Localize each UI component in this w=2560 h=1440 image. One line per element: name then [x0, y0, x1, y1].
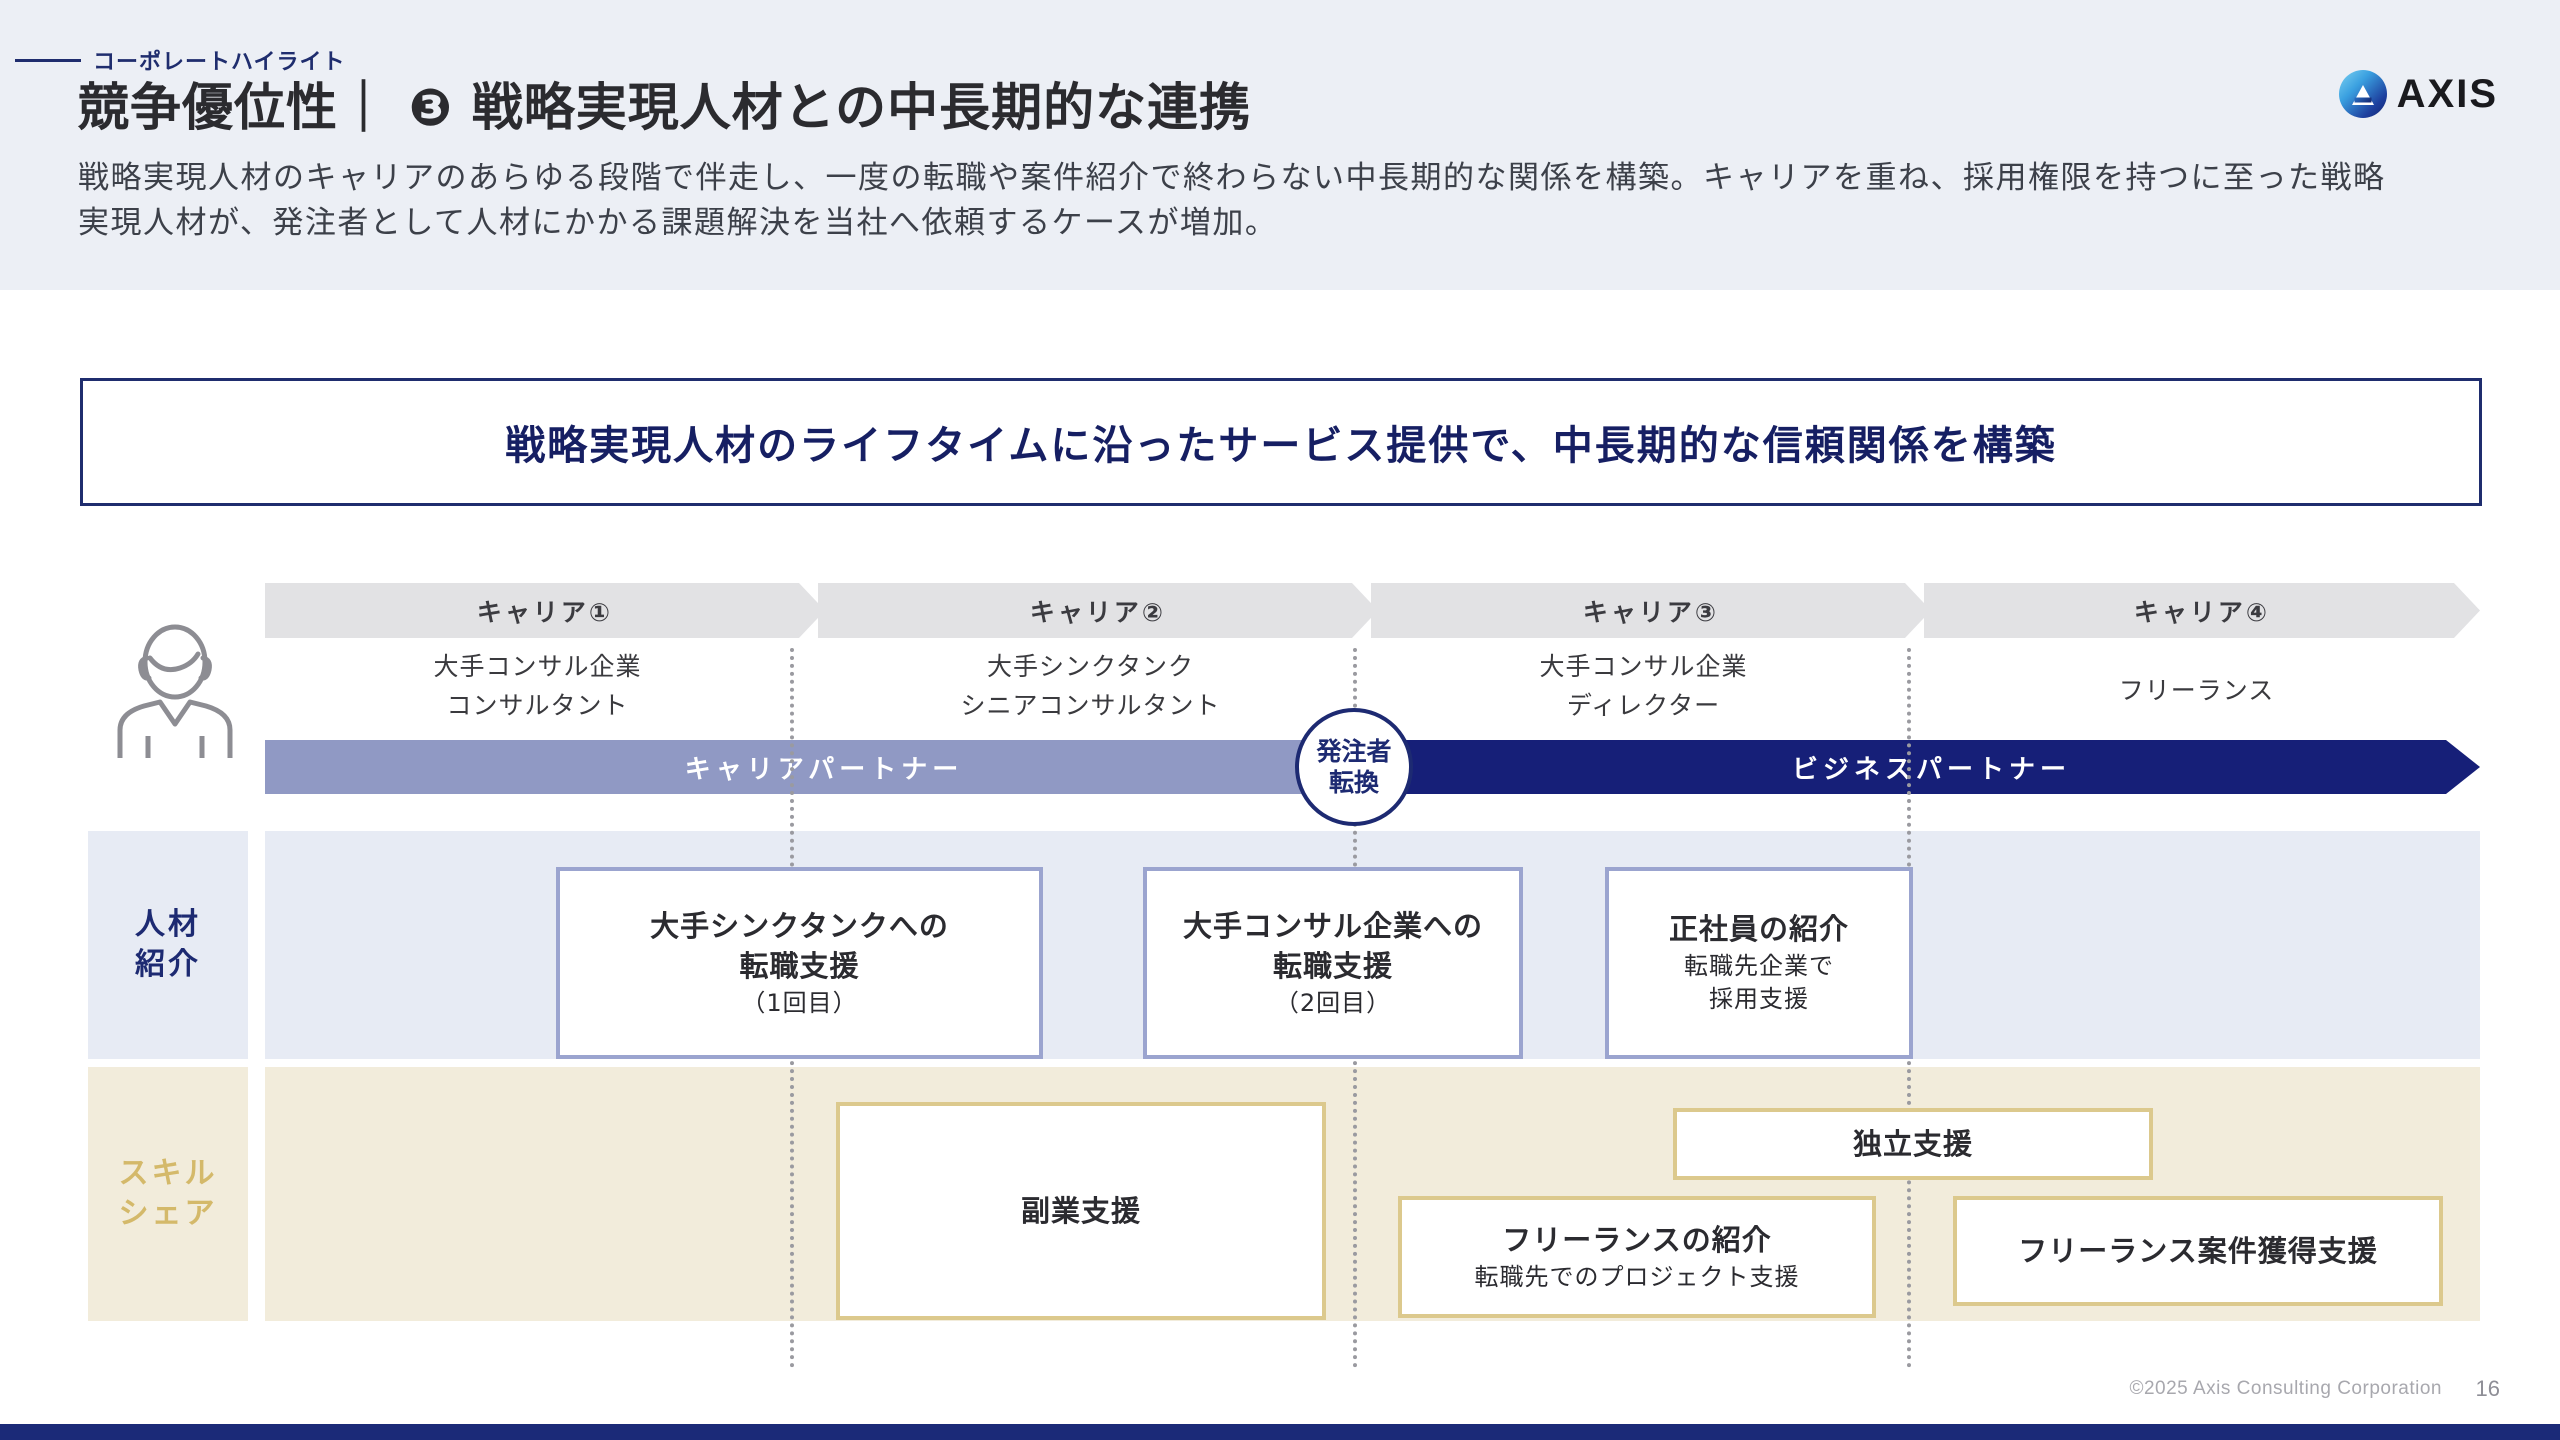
orderer-conversion-line2: 転換: [1328, 768, 1379, 797]
career-stage-detail-3-line1: 大手コンサル企業: [1539, 652, 1748, 681]
footer-page-number: 16: [2475, 1376, 2500, 1401]
career-stage-detail-1-line1: 大手コンサル企業: [433, 652, 642, 681]
card-freelance-project-acquisition[interactable]: フリーランス案件獲得支援: [1953, 1196, 2443, 1306]
card-freelance-referral-line1: フリーランスの紹介: [1502, 1222, 1772, 1257]
career-stage-detail-2: 大手シンクタンク シニアコンサルタント: [818, 648, 1363, 726]
axis-logo: AXIS: [2338, 70, 2498, 118]
key-message-text: 戦略実現人材のライフタイムに沿ったサービス提供で、中長期的な信頼関係を構築: [505, 423, 2057, 469]
card-job-change-support-2-line1: 大手コンサル企業への: [1182, 908, 1483, 943]
career-stage-detail-4-line1: フリーランス: [2118, 676, 2275, 705]
card-fulltime-referral-line3: 採用支援: [1709, 985, 1809, 1014]
card-freelance-referral[interactable]: フリーランスの紹介 転職先でのプロジェクト支援: [1398, 1196, 1876, 1318]
career-stage-label-2: キャリア②: [1029, 597, 1167, 627]
card-job-change-support-1-line3: （1回目）: [741, 988, 858, 1017]
career-stage-label-3: キャリア③: [1582, 597, 1720, 627]
axis-logo-text: AXIS: [2396, 71, 2498, 116]
orderer-conversion-line1: 発注者: [1316, 736, 1392, 766]
eyebrow-rule: [15, 58, 81, 62]
career-stage-chevron-4[interactable]: キャリア④: [1924, 583, 2480, 638]
career-stage-chevron-row: キャリア① キャリア② キャリア③ キャリア④: [265, 583, 2480, 638]
row-label-skill-share: スキルシェア: [88, 1067, 248, 1321]
card-job-change-support-2-line2: 転職支援: [1272, 949, 1393, 984]
career-stage-detail-3: 大手コンサル企業 ディレクター: [1371, 648, 1916, 726]
page-title: 競争優位性｜ ❸ 戦略実現人材との中長期的な連携: [78, 79, 1252, 138]
career-stage-chevron-2[interactable]: キャリア②: [818, 583, 1378, 638]
career-stage-detail-3-line2: ディレクター: [1566, 690, 1721, 720]
career-stage-chevron-3[interactable]: キャリア③: [1371, 583, 1931, 638]
row-label-talent-referral: 人材紹介: [88, 831, 248, 1059]
card-job-change-support-1-line2: 転職支援: [739, 949, 860, 984]
business-partner-bar[interactable]: ビジネスパートナー: [1383, 740, 2480, 794]
footer-copyright: ©2025 Axis Consulting Corporation: [2129, 1378, 2442, 1399]
card-fulltime-referral-line2: 転職先企業で: [1684, 951, 1834, 980]
business-partner-label: ビジネスパートナー: [1791, 754, 2071, 785]
card-job-change-support-1-line1: 大手シンクタンクへの: [650, 908, 949, 943]
slide-header: コーポレートハイライト 競争優位性｜ ❸ 戦略実現人材との中長期的な連携 戦略実…: [0, 0, 2560, 290]
card-side-job-support-line1: 副業支援: [1020, 1193, 1141, 1228]
card-independence-support[interactable]: 独立支援: [1673, 1108, 2153, 1180]
career-stage-detail-2-line1: 大手シンクタンク: [986, 652, 1194, 681]
row-label-talent-referral-text: 人材紹介: [135, 906, 201, 983]
career-stage-detail-4: フリーランス: [1924, 672, 2469, 711]
career-stage-label-1: キャリア①: [476, 597, 614, 627]
footer-accent-bar: [0, 1424, 2560, 1440]
page-subtitle: 戦略実現人材のキャリアのあらゆる段階で伴走し、一度の転職や案件紹介で終わらない中…: [78, 160, 2386, 241]
eyebrow-label: コーポレートハイライト: [93, 50, 346, 75]
card-freelance-referral-line2: 転職先でのプロジェクト支援: [1474, 1262, 1800, 1291]
key-message-banner: 戦略実現人材のライフタイムに沿ったサービス提供で、中長期的な信頼関係を構築: [80, 378, 2482, 506]
person-icon: [117, 624, 233, 758]
row-label-skill-share-text: スキルシェア: [118, 1155, 218, 1232]
career-stage-label-4: キャリア④: [2133, 597, 2271, 627]
axis-logo-mark-icon: [2338, 70, 2387, 118]
card-fulltime-referral-line1: 正社員の紹介: [1668, 912, 1849, 947]
career-partner-bar[interactable]: キャリアパートナー: [265, 740, 1383, 794]
card-job-change-support-2[interactable]: 大手コンサル企業への 転職支援 （2回目）: [1143, 867, 1523, 1059]
eyebrow: コーポレートハイライト: [15, 44, 346, 76]
orderer-conversion-badge[interactable]: 発注者 転換: [1295, 708, 1413, 826]
card-job-change-support-2-line3: （2回目）: [1274, 988, 1392, 1017]
career-stage-detail-1-line2: コンサルタント: [446, 690, 629, 720]
card-freelance-project-acquisition-line1: フリーランス案件獲得支援: [2018, 1233, 2378, 1268]
card-side-job-support[interactable]: 副業支援: [836, 1102, 1326, 1320]
card-independence-support-line1: 独立支援: [1852, 1126, 1973, 1161]
career-stage-detail-1: 大手コンサル企業 コンサルタント: [265, 648, 810, 726]
card-fulltime-referral[interactable]: 正社員の紹介 転職先企業で 採用支援: [1605, 867, 1913, 1059]
card-job-change-support-1[interactable]: 大手シンクタンクへの 転職支援 （1回目）: [556, 867, 1043, 1059]
career-stage-detail-2-line2: シニアコンサルタント: [960, 690, 1221, 720]
career-stage-chevron-1[interactable]: キャリア①: [265, 583, 825, 638]
career-partner-label: キャリアパートナー: [684, 754, 964, 785]
